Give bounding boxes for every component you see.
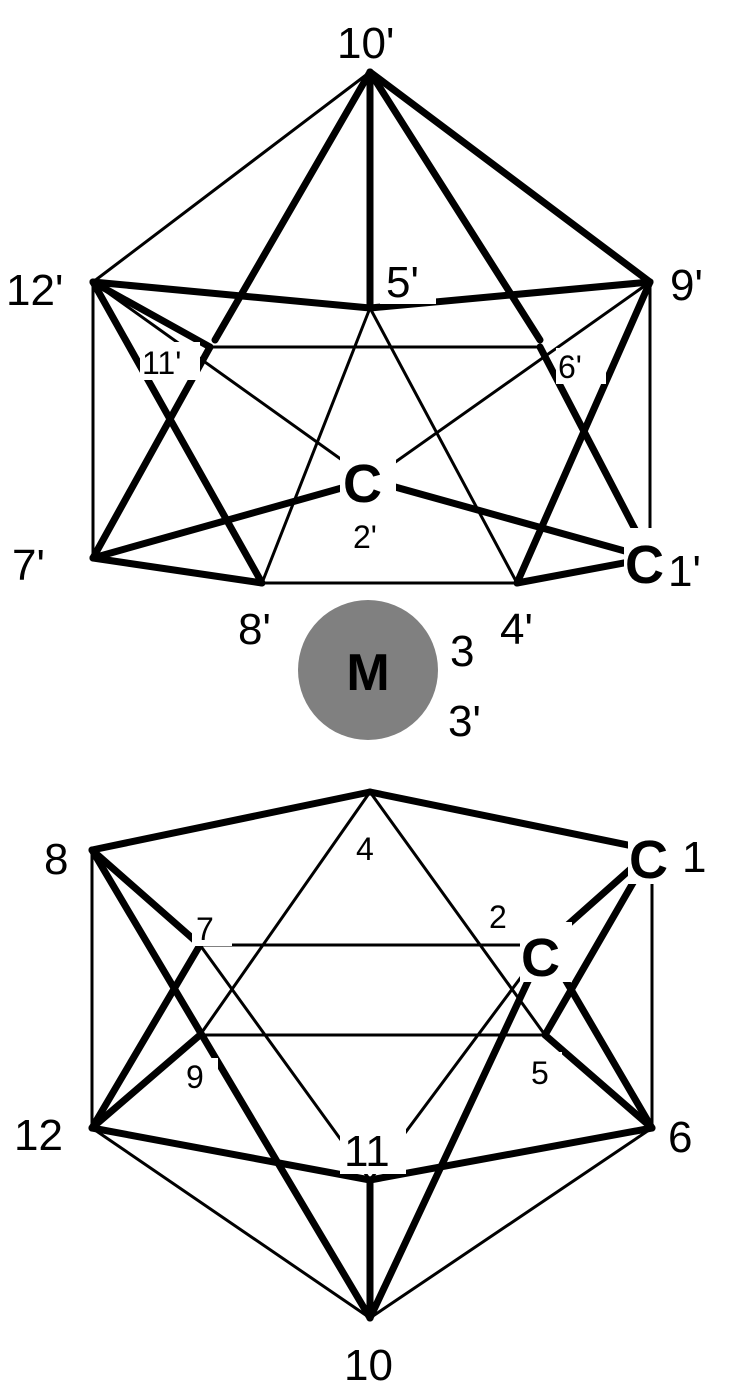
- metal-circle: [298, 600, 438, 740]
- atom-label: 2: [489, 899, 507, 935]
- edge-bottom: [366, 941, 549, 1322]
- atom-label: 2': [353, 519, 377, 555]
- metal-atom: M 3 3': [298, 600, 481, 746]
- edge-top: [91, 280, 372, 482]
- edge-bottom: [88, 846, 204, 949]
- edge-top: [89, 476, 374, 562]
- edge-top: [368, 306, 519, 585]
- atom-label: 1': [668, 547, 701, 596]
- edge-bottom: [88, 788, 374, 854]
- edge-bottom: [366, 1124, 656, 1184]
- edge-bottom: [90, 1126, 372, 1320]
- edge-top: [89, 278, 214, 351]
- atom-label: 7': [12, 541, 45, 590]
- atom-label: 9: [186, 1059, 204, 1095]
- atom-label: 7: [196, 911, 214, 947]
- atom-label: 5: [531, 1055, 549, 1091]
- atom-label: 8: [44, 835, 68, 884]
- edge-bottom: [88, 1124, 374, 1184]
- atom-label: 12: [14, 1111, 63, 1160]
- edge-top: [89, 278, 266, 587]
- edge-bottom: [368, 1126, 654, 1320]
- carbon-label: C: [343, 454, 382, 514]
- metal-symbol: M: [346, 644, 389, 702]
- top-cage-labels: 10' 12' 5' 9' 11' 6' C 2' 7' 8' 4' C 1': [2, 19, 703, 654]
- atom-label: 10: [344, 1341, 393, 1390]
- bridging-label: 3': [448, 697, 481, 746]
- atom-label: 6: [668, 1113, 692, 1162]
- carbon-label: C: [625, 535, 664, 595]
- edge-top: [91, 70, 372, 284]
- edge-bottom: [88, 941, 204, 1132]
- atom-label: 8': [238, 605, 271, 654]
- bottom-cage-labels: 8 4 C 1 7 2 C 9 5 12 11 6 10: [14, 824, 706, 1390]
- atom-label: 12': [6, 266, 63, 315]
- edge-bottom: [198, 790, 372, 1037]
- edge-top: [89, 278, 374, 312]
- edge-top: [89, 343, 214, 562]
- atom-label: 10': [337, 19, 394, 68]
- atom-label: 11: [344, 1127, 390, 1176]
- bridging-label: 3: [450, 627, 474, 676]
- edge-bottom: [88, 846, 374, 1322]
- atom-label: 5': [386, 258, 419, 307]
- edge-bottom: [541, 1031, 656, 1132]
- atom-label: 11': [142, 345, 181, 381]
- atom-label: 4: [356, 831, 374, 867]
- edge-top: [89, 554, 266, 587]
- top-cage-edges: [89, 68, 654, 587]
- edge-bottom: [368, 790, 547, 1037]
- edge-bottom: [88, 1031, 204, 1132]
- edge-bottom: [366, 788, 656, 854]
- carbon-label: C: [521, 928, 560, 988]
- carbon-label: C: [629, 830, 668, 890]
- atom-label: 4': [500, 605, 533, 654]
- edge-top: [368, 280, 652, 482]
- atom-label: 9': [670, 261, 703, 310]
- edge-top: [366, 68, 654, 286]
- edge-top: [260, 306, 372, 585]
- edge-top: [366, 476, 654, 562]
- atom-label: 6': [558, 349, 582, 385]
- atom-label: 1: [682, 833, 706, 882]
- bottom-cage-edges: [88, 788, 656, 1322]
